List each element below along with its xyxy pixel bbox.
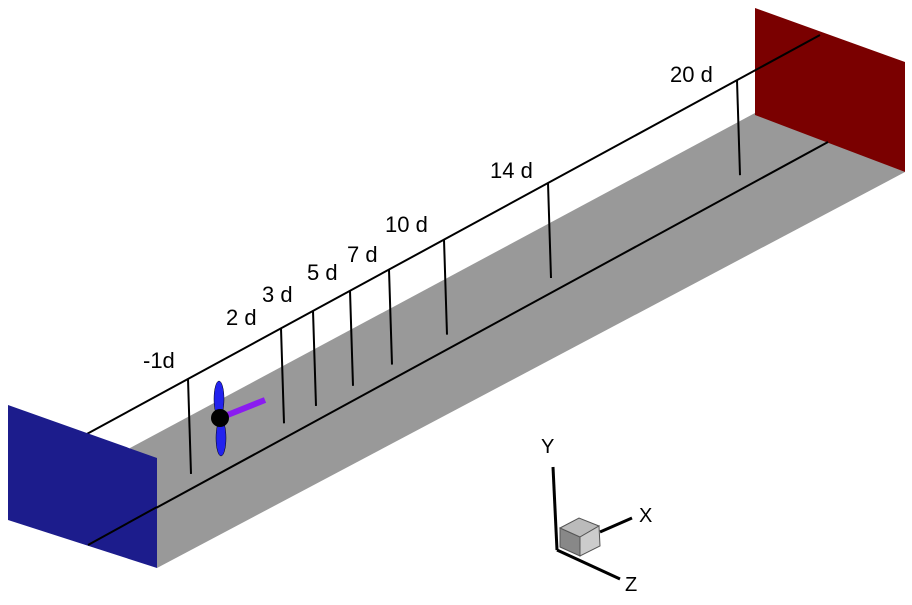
station-label: 2 d [226, 305, 257, 330]
station-label: 5 d [307, 260, 338, 285]
station-label: 7 d [347, 242, 378, 267]
station-line [736, 80, 741, 176]
station-line [388, 269, 393, 365]
station-label: 14 d [490, 158, 533, 183]
station-label: 3 d [262, 282, 293, 307]
turbine-hub [211, 409, 229, 427]
y-axis-label: Y [541, 436, 554, 458]
station-line [349, 290, 354, 386]
x-axis [599, 516, 633, 534]
top-centerline [84, 34, 821, 436]
x-axis-label: X [639, 505, 652, 527]
station-line [280, 328, 285, 424]
inlet-centerline [87, 506, 158, 546]
floor-surface [130, 113, 905, 568]
y-axis [551, 466, 559, 551]
turbine [211, 380, 267, 457]
station-label: -1d [143, 348, 175, 373]
z-axis [556, 548, 621, 581]
z-axis-label: Z [625, 574, 637, 596]
inlet-panel [8, 405, 157, 568]
station-label: 20 d [670, 62, 713, 87]
triad-cube-front [579, 525, 601, 557]
floor-centerline [87, 141, 829, 546]
station-line [443, 239, 448, 335]
station-label: 10 d [385, 212, 428, 237]
station-line [312, 310, 317, 406]
station-line [187, 378, 192, 474]
axis-triad: Y X Z [541, 436, 652, 596]
station-line [547, 182, 552, 279]
